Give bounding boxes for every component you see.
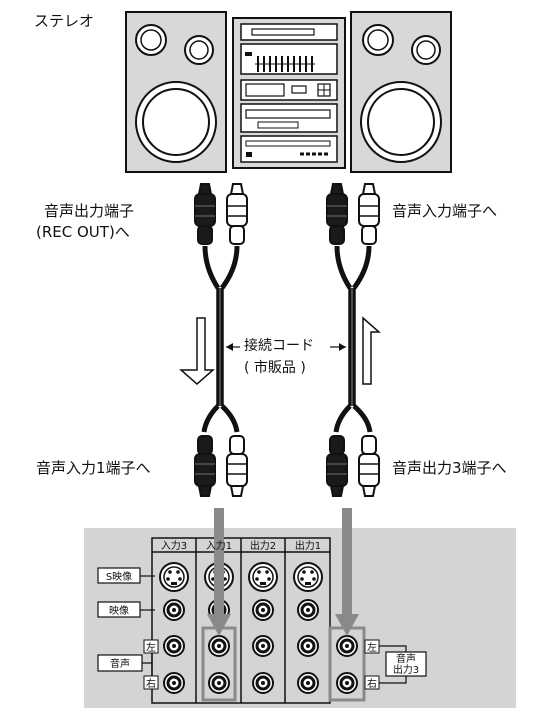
stereo-system xyxy=(125,11,452,173)
column-output1: 出力1 xyxy=(295,539,321,552)
plug-top-left-white xyxy=(226,183,248,245)
cable-right xyxy=(333,245,373,433)
label-audio-out-line2: (REC OUT)へ xyxy=(36,223,130,241)
output3-left-label: 左 xyxy=(367,641,377,654)
plug-top-right-white xyxy=(358,183,380,245)
vcr-terminal-panel xyxy=(84,528,516,708)
row-label-video: 映像 xyxy=(109,605,129,617)
signal-up-arrow-icon xyxy=(362,316,381,385)
left-channel-label: 左 xyxy=(146,641,156,654)
label-audio-out-line1: 音声出力端子 xyxy=(44,202,135,220)
stereo-center-unit xyxy=(232,17,346,169)
label-audio-in1: 音声入力1端子へ xyxy=(36,459,151,477)
insert-arrow-left xyxy=(207,508,231,636)
stereo-label: ステレオ xyxy=(34,12,95,30)
row-label-s-video: S映像 xyxy=(106,571,132,583)
cord-note-label: ( 市販品 ) xyxy=(244,360,306,376)
plug-top-right-black xyxy=(326,183,348,245)
right-channel-label: 右 xyxy=(146,677,156,690)
column-output2: 出力2 xyxy=(250,539,276,552)
cord-name-label: 接続コード xyxy=(244,338,314,354)
right-speaker xyxy=(350,11,452,173)
left-speaker xyxy=(125,11,227,173)
cable-left xyxy=(201,245,240,433)
row-label-audio: 音声 xyxy=(110,657,130,670)
plug-bottom-left-white xyxy=(226,435,248,497)
label-audio-out3: 音声出力3端子へ xyxy=(392,459,507,477)
plug-bottom-left-black xyxy=(194,435,216,497)
plug-top-left-black xyxy=(194,183,216,245)
output3-label-line1: 音声 xyxy=(396,652,416,665)
plug-bottom-right-white xyxy=(358,435,380,497)
label-audio-in: 音声入力端子へ xyxy=(392,202,498,220)
insert-arrow-right xyxy=(335,508,359,636)
output3-label-line2: 出力3 xyxy=(393,663,419,676)
signal-down-arrow-icon xyxy=(179,317,215,385)
column-input3: 入力3 xyxy=(161,539,187,552)
output3-right-label: 右 xyxy=(367,677,377,690)
plug-bottom-right-black xyxy=(326,435,348,497)
column-input1: 入力1 xyxy=(206,539,232,552)
